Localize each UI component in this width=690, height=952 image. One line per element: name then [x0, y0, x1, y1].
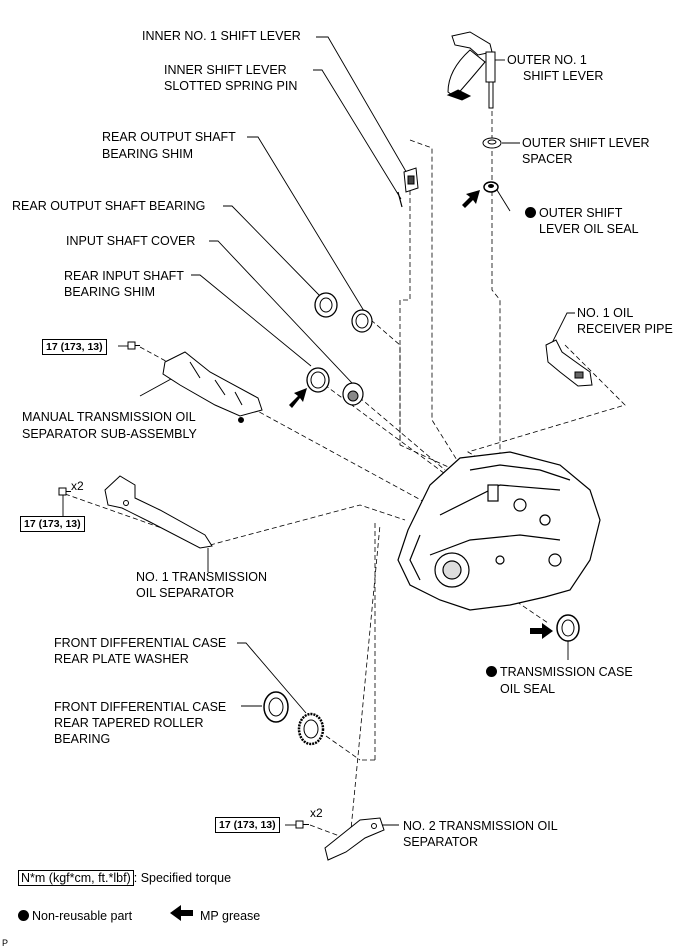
transaxle-case-part [397, 451, 601, 611]
label-outer-seal-line1: OUTER SHIFT [525, 205, 622, 221]
manual-oil-separator-part [162, 351, 263, 423]
label-slotted-pin-line1: INNER SHIFT LEVER [164, 63, 287, 77]
quantity-x2-label-1: x2 [71, 479, 84, 493]
label-front-washer-line2: REAR PLATE WASHER [54, 652, 189, 666]
nonreusable-dot-icon [486, 666, 497, 677]
label-rear-input-shim-line1: REAR INPUT SHAFT [64, 269, 184, 283]
bolt-2 [58, 487, 71, 496]
label-front-washer-line1: FRONT DIFFERENTIAL CASE [54, 636, 227, 650]
torque-box-1: 17 (173, 13) [42, 339, 107, 355]
label-no1-sep-line2: OIL SEPARATOR [136, 586, 235, 600]
label-outer-seal-line2: LEVER OIL SEAL [539, 222, 639, 236]
label-front-bearing-line2: REAR TAPERED ROLLER [54, 716, 204, 730]
rear-output-shim-part [351, 309, 373, 333]
leader-inner-shift-lever [316, 36, 409, 176]
leader-rear-input-shim [191, 274, 312, 367]
label-case-seal-line1: TRANSMISSION CASE [486, 664, 633, 680]
legend-nonreusable: Non-reusable part [18, 908, 132, 924]
case-oil-seal-part [556, 614, 580, 642]
slotted-pin-part [397, 191, 403, 208]
rear-input-shim-part [306, 367, 330, 393]
label-rear-shim-line1: REAR OUTPUT SHAFT [102, 130, 236, 144]
legend-grease: MP grease [200, 909, 261, 923]
label-outer-lever-line1: OUTER NO. 1 [507, 53, 587, 67]
input-cover-part [342, 382, 364, 406]
bolt-1 [127, 341, 140, 350]
label-manual-sep-line1: MANUAL TRANSMISSION OIL [22, 410, 196, 424]
label-slotted-pin-line2: SLOTTED SPRING PIN [164, 79, 298, 93]
front-diff-bearing-part [263, 691, 289, 723]
label-no1-sep-line1: NO. 1 TRANSMISSION [136, 570, 268, 584]
rear-output-bearing-part [314, 292, 338, 318]
inner-shift-lever-part [403, 167, 419, 193]
outer-shift-lever-part [446, 31, 496, 109]
torque-box-3: 17 (173, 13) [215, 817, 280, 833]
leader-front-washer [237, 642, 307, 714]
leader-rear-shim [247, 136, 365, 312]
label-inner-shift-lever: INNER NO. 1 SHIFT LEVER [142, 29, 301, 43]
figure-code: P [2, 938, 9, 948]
label-rear-shim-line2: BEARING SHIM [102, 147, 193, 161]
no1-oil-separator-part [104, 475, 213, 549]
front-diff-washer-part [297, 712, 325, 746]
label-oil-pipe-line2: RECEIVER PIPE [577, 322, 673, 336]
nonreusable-dot-icon [525, 207, 536, 218]
nonreusable-dot-icon [18, 910, 29, 921]
legend-torque-desc: : Specified torque [133, 871, 232, 885]
quantity-x2-label-2: x2 [310, 806, 323, 820]
label-front-bearing-line3: BEARING [54, 732, 111, 746]
grease-arrow-icon [462, 190, 480, 208]
label-outer-lever-line2: SHIFT LEVER [523, 69, 604, 83]
leader-rear-output-bearing [223, 205, 321, 297]
label-case-seal-line2: OIL SEAL [500, 682, 556, 696]
oil-receiver-pipe-part [545, 339, 593, 387]
leader-outer-seal [496, 189, 511, 212]
leader-slotted-pin [313, 69, 402, 200]
leader-oil-pipe [550, 312, 575, 346]
no2-oil-separator-part [324, 817, 385, 861]
torque-box-2: 17 (173, 13) [20, 516, 85, 532]
label-outer-spacer-line1: OUTER SHIFT LEVER [522, 136, 650, 150]
grease-arrow-icon [289, 388, 307, 408]
label-oil-pipe-line1: NO. 1 OIL [577, 306, 634, 320]
label-front-bearing-line1: FRONT DIFFERENTIAL CASE [54, 700, 227, 714]
bolt-3 [295, 820, 309, 829]
legend-torque-unit: N*m (kgf*cm, ft.*lbf) [18, 870, 134, 886]
label-input-cover: INPUT SHAFT COVER [66, 234, 196, 248]
label-outer-spacer-line2: SPACER [522, 152, 573, 166]
label-no2-sep-line1: NO. 2 TRANSMISSION OIL [403, 819, 558, 833]
label-rear-input-shim-line2: BEARING SHIM [64, 285, 155, 299]
label-manual-sep-line2: SEPARATOR SUB-ASSEMBLY [22, 427, 197, 441]
label-rear-output-bearing: REAR OUTPUT SHAFT BEARING [12, 199, 206, 213]
legend-torque: N*m (kgf*cm, ft.*lbf): Specified torque [18, 870, 231, 886]
grease-arrow-icon [530, 623, 553, 639]
grease-arrow-icon [170, 905, 193, 921]
label-no2-sep-line2: SEPARATOR [403, 835, 479, 849]
leader-input-cover [209, 240, 353, 384]
